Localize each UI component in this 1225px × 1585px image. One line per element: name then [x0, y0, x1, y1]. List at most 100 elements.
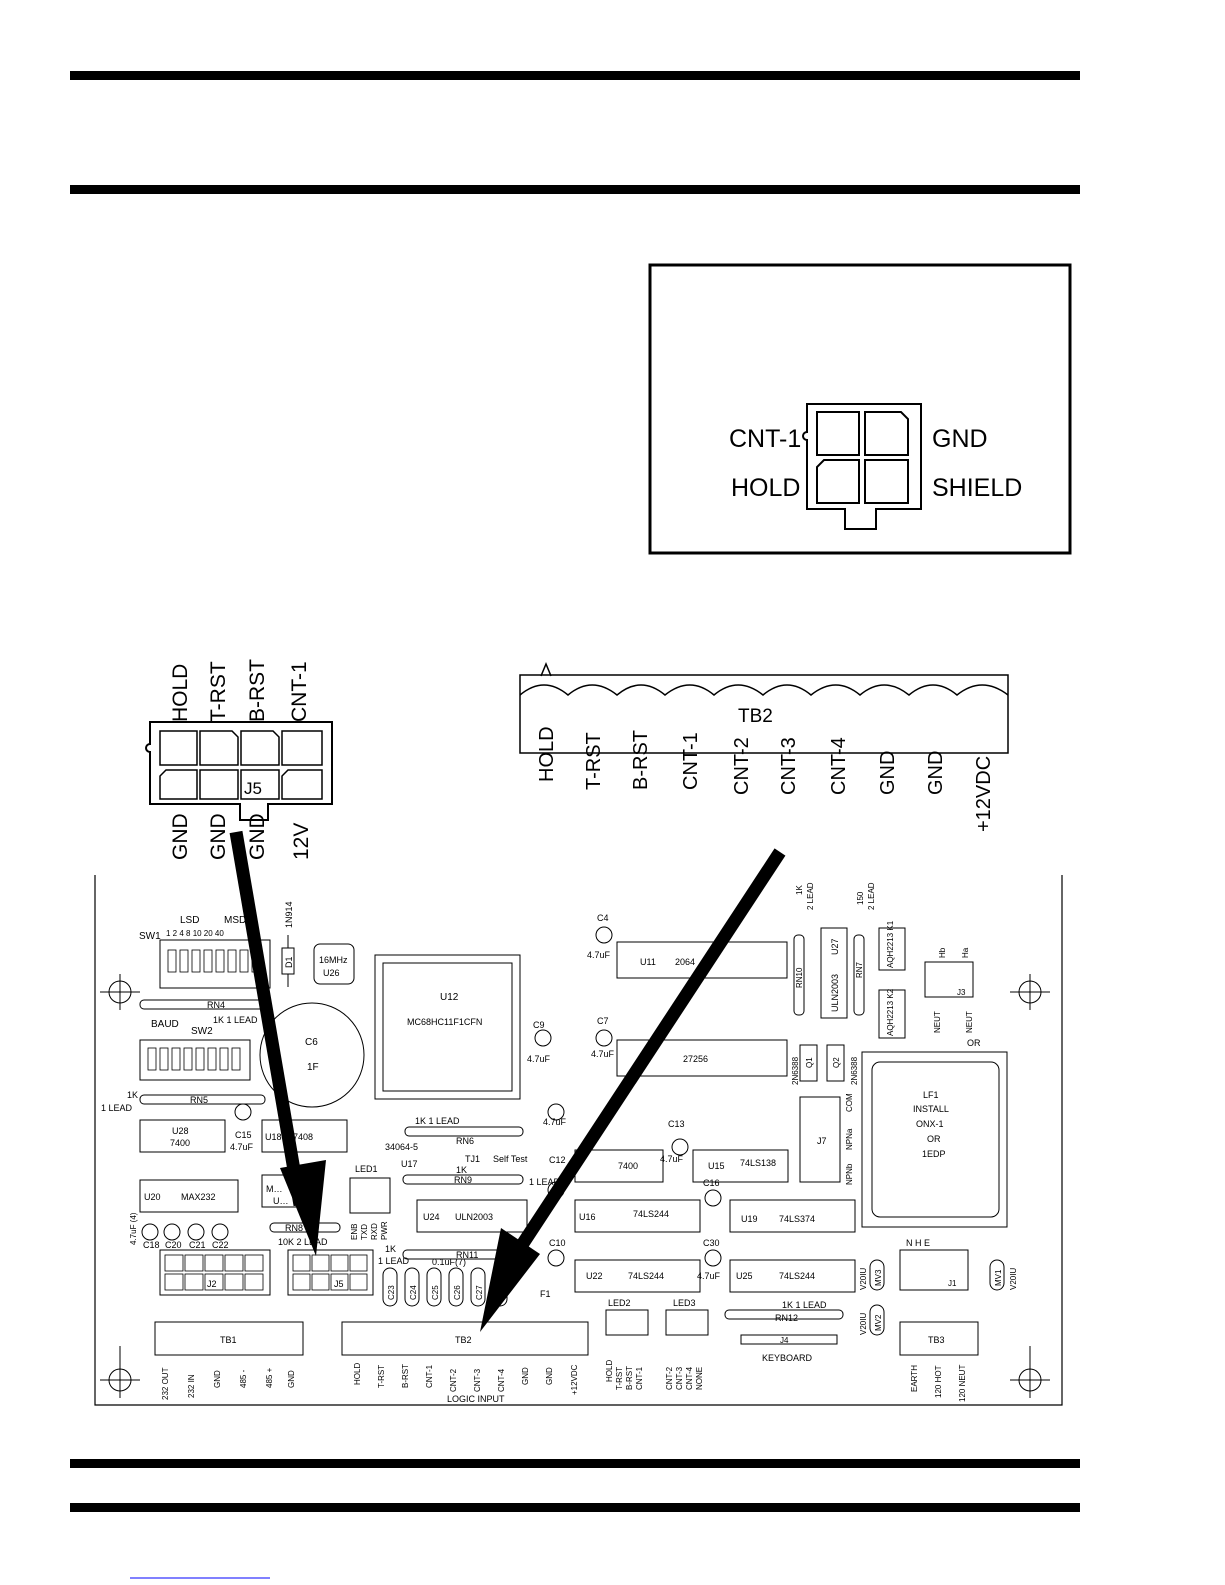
pcb-label-rn10: RN10: [795, 967, 804, 988]
j5-top-label: B-RST: [246, 659, 269, 722]
pcb-label-u19: U19: [741, 1214, 758, 1224]
pcb-label-rn10-lead: 2 LEAD: [806, 882, 815, 910]
pcb-label-neut2: NEUT: [965, 1011, 974, 1033]
pcb-label-c20: C20: [165, 1240, 182, 1250]
pcb-label-mv2: MV2: [874, 1314, 883, 1331]
inset-label-gnd: GND: [932, 425, 988, 453]
pcb-label-rn5-lead: 1 LEAD: [101, 1103, 133, 1113]
arrow-j5: [229, 830, 326, 1256]
pcb-tb2-label: CNT-4: [497, 1368, 506, 1392]
pcb-label-c-row-item: C25: [431, 1285, 440, 1300]
pcb-label-led1-pin: TXD: [360, 1224, 369, 1240]
pcb-label-lf1-l5: 1EDP: [922, 1149, 946, 1159]
pcb-label-mv1: MV1: [994, 1269, 1003, 1286]
pcb-label-rn9-val: 1K: [456, 1165, 467, 1175]
pcb-label-rn4: RN4: [207, 1000, 225, 1010]
pcb-label-msd: MSD: [224, 915, 246, 926]
tb2-label: GND: [925, 751, 947, 795]
pcb-label-c4-val: 4.7uF: [587, 950, 611, 960]
pcb-board: [94, 875, 1063, 1406]
header-rule-bottom: [70, 185, 1080, 194]
pcb-label-logic-input: LOGIC INPUT: [447, 1394, 505, 1404]
pcb-label-rn7-lead: 2 LEAD: [867, 882, 876, 910]
pcb-tb1-label: 485 +: [265, 1367, 274, 1388]
pcb-label-c9-val: 4.7uF: [527, 1054, 551, 1064]
tb2-name-label: TB2: [738, 706, 773, 727]
j5-bottom-label: GND: [246, 813, 269, 860]
tb2-label: CNT-2: [731, 737, 753, 795]
pcb-label-u17: U17: [401, 1159, 418, 1169]
pcb-tb3-label: EARTH: [910, 1365, 919, 1392]
pcb-label-u19-part: 74LS374: [779, 1214, 815, 1224]
pcb-label-c-row-item: C23: [387, 1285, 396, 1300]
pcb-label-k1: AQH2213 K1: [886, 920, 895, 968]
pcb-label-c12: C12: [549, 1155, 566, 1165]
j5-bottom-label: GND: [207, 813, 230, 860]
inset-label-cnt1: CNT-1: [729, 425, 801, 453]
j5-enlarged-connector: J5: [145, 721, 333, 821]
pcb-label-u25: U25: [736, 1271, 753, 1281]
mounting-hole: [100, 1346, 140, 1398]
pcb-label-or: OR: [967, 1038, 981, 1048]
pcb-tb2-label: +12VDC: [570, 1364, 579, 1395]
pcb-label-c22: C22: [212, 1240, 229, 1250]
j5-name-label: J5: [244, 779, 262, 798]
pcb-label-u28-part: 7400: [170, 1138, 190, 1148]
pcb-label-d1: D1: [284, 956, 294, 968]
pcb-label-u-mid: M…: [266, 1184, 283, 1194]
mounting-hole: [1010, 1346, 1050, 1398]
pcb-label-q2-type: 2N6388: [850, 1056, 859, 1085]
pcb-label-c7-val: 4.7uF: [591, 1049, 615, 1059]
pcb-label-osc: 16MHz: [319, 955, 348, 965]
pcb-label-c6: C6: [305, 1037, 318, 1048]
pcb-tb2-label: GND: [545, 1367, 554, 1385]
pcb-label-npna: NPNa: [845, 1128, 854, 1150]
pcb-label-v3: V20IU: [859, 1313, 868, 1335]
tb2-label: CNT-4: [828, 737, 850, 795]
pcb-tb2-label: CNT-1: [425, 1364, 434, 1388]
pcb-label-baud: BAUD: [151, 1019, 179, 1030]
pcb-label-k2: AQH2213 K2: [886, 988, 895, 1036]
pcb-label-led1-pin: ENB: [350, 1224, 359, 1240]
tb2-label: CNT-1: [680, 732, 702, 790]
pcb-label-f1: F1: [540, 1289, 551, 1299]
tb2-label: CNT-3: [778, 737, 800, 795]
j5-top-label: CNT-1: [288, 661, 311, 722]
pcb-label-cap-row: 0.1uF(7): [432, 1257, 466, 1267]
inset-label-shield: SHIELD: [932, 474, 1022, 502]
pcb-label-c10: C10: [549, 1238, 566, 1248]
pcb-label-1n914: 1N914: [284, 901, 294, 928]
pcb-label-rn6-val: 1K 1 LEAD: [415, 1116, 460, 1126]
pcb-label-rn11-lead: 1 LEAD: [378, 1256, 410, 1266]
pcb-label-self-test: Self Test: [493, 1154, 528, 1164]
pcb-label-q2: Q2: [832, 1057, 841, 1068]
pcb-label-u16-part: 74LS244: [633, 1209, 669, 1219]
j5-bottom-label: 12V: [290, 823, 313, 860]
pcb-label-sw2: SW2: [191, 1026, 213, 1037]
pcb-label-c-row-item: C24: [409, 1285, 418, 1300]
pcb-label-u27-part: ULN2003: [830, 974, 840, 1012]
pcb-label-v2: V20IU: [1009, 1268, 1018, 1290]
pcb-label-part-no: 34064-5: [385, 1142, 418, 1152]
pcb-label-u15: U15: [708, 1161, 725, 1171]
pcb-tb1-label: GND: [213, 1370, 222, 1388]
pcb-label-u27: U27: [830, 938, 840, 955]
j5-bottom-label: GND: [169, 813, 192, 860]
pcb-label-rn6: RN6: [456, 1136, 474, 1146]
pcb-label-u20-part: MAX232: [181, 1192, 216, 1202]
pcb-tb3-label: 120 HOT: [934, 1365, 943, 1398]
pcb-tb1-label: 232 IN: [187, 1374, 196, 1398]
pcb-tb2-label: CNT-3: [473, 1368, 482, 1392]
pcb-label-rn7-val: 150: [856, 891, 865, 905]
pcb-label-c18: C18: [143, 1240, 160, 1250]
pcb-label-u25-part: 74LS244: [779, 1271, 815, 1281]
j5-top-label: HOLD: [169, 664, 192, 722]
pcb-label-c15: C15: [235, 1130, 252, 1140]
pcb-label-lf1-l3: ONX-1: [916, 1119, 944, 1129]
pcb-label-tj1: TJ1: [465, 1154, 480, 1164]
pcb-label-u15-part: 74LS138: [740, 1158, 776, 1168]
pcb-label-c30-val: 4.7uF: [697, 1271, 721, 1281]
tb2-label: B-RST: [630, 730, 652, 790]
arrow-tb2: [480, 848, 786, 1332]
